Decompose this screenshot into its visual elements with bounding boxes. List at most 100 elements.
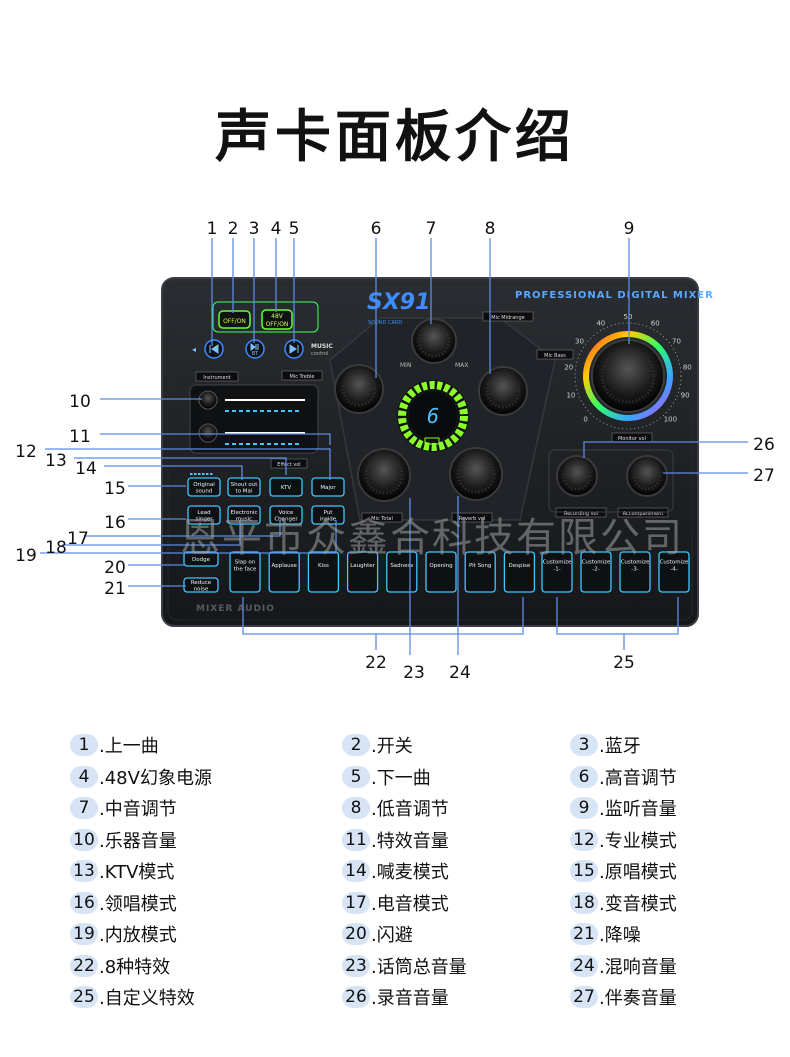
- legend-number: 22: [70, 954, 98, 977]
- legend-item: 21.降噪: [570, 921, 641, 947]
- custom-button-2-label: -2-: [592, 567, 599, 573]
- dodge-button[interactable]: Dodge: [183, 551, 219, 567]
- mode-button-row1-3[interactable]: KTV: [269, 477, 303, 497]
- dial-tick-label: 60: [651, 320, 660, 328]
- effect-button-5[interactable]: Sadness: [386, 551, 418, 593]
- legend-number: 20: [342, 923, 370, 945]
- effect-button-4[interactable]: Laughter: [346, 551, 379, 593]
- legend-number: 11: [342, 828, 370, 851]
- callout-27: 27: [753, 466, 775, 486]
- monitor-volume-dial[interactable]: [574, 322, 682, 430]
- treble-knob[interactable]: [334, 364, 384, 414]
- mic-midrange-label: Mic Midrange: [491, 315, 524, 321]
- dial-tick-label: 50: [624, 313, 633, 321]
- legend-number: 15: [570, 860, 598, 882]
- custom-button-2[interactable]: Customize-2-: [580, 551, 612, 593]
- recording-volume-knob[interactable]: [556, 455, 598, 497]
- power-label: OFF/ON: [223, 318, 246, 325]
- custom-button-4[interactable]: Customize-4-: [658, 551, 690, 593]
- legend-text: .特效音量: [371, 830, 449, 852]
- effect-button-8[interactable]: Despise: [503, 551, 536, 593]
- effect-button-1-label: Slap on: [235, 560, 256, 566]
- effect-button-6[interactable]: Opening: [425, 551, 457, 593]
- reverb-knob[interactable]: [449, 447, 503, 501]
- legend-number: 14: [342, 860, 370, 882]
- callout-2: 2: [228, 219, 239, 239]
- effect-button-8-label: Despise: [509, 563, 531, 569]
- effect-button-7-label: Pit Song: [469, 563, 491, 569]
- legend-item: 13.KTV模式: [70, 858, 174, 884]
- legend-number: 12: [570, 828, 598, 851]
- custom-button-1[interactable]: Customize-1-: [541, 551, 573, 593]
- legend-item: 4.48V幻象电源: [70, 764, 212, 790]
- legend-text: .原唱模式: [599, 862, 677, 883]
- legend-text: .话筒总音量: [371, 956, 467, 978]
- mode-button-row1-2-label: Shout out: [231, 482, 259, 488]
- bass-knob[interactable]: [478, 366, 528, 416]
- slider-panel: [189, 384, 319, 454]
- legend-item: 5.下一曲: [342, 764, 431, 790]
- mode-button-row1-2-label: to Mai: [236, 488, 253, 494]
- effect-button-1-label: the face: [234, 567, 257, 573]
- footer-text: MIXER AUDIO: [196, 604, 275, 614]
- accompaniment-volume-knob[interactable]: [626, 455, 668, 497]
- effect-button-2[interactable]: Applause: [268, 551, 300, 593]
- model-text: SX91: [367, 290, 430, 315]
- custom-button-3[interactable]: Customize-3-: [619, 551, 651, 593]
- callout-14: 14: [75, 459, 97, 479]
- legend-item: 10.乐器音量: [70, 827, 177, 853]
- dial-tick-label: 100: [664, 415, 677, 423]
- legend-item: 24.混响音量: [570, 953, 677, 979]
- effect-button-3[interactable]: Kiss: [307, 551, 340, 593]
- phantom-label-top: 48V: [271, 313, 284, 320]
- callout-8: 8: [485, 219, 496, 239]
- mode-button-row1-4[interactable]: Major: [311, 477, 345, 497]
- power-button[interactable]: OFF/ON: [218, 310, 251, 329]
- mic-total-knob[interactable]: [357, 448, 411, 502]
- legend-text: .蓝牙: [599, 736, 641, 757]
- bluetooth-button[interactable]: BT: [245, 339, 265, 359]
- legend-number: 6: [570, 765, 598, 788]
- custom-button-3-label: Customize: [621, 560, 650, 566]
- legend-number: 5: [342, 765, 370, 788]
- effect-volume-slider[interactable]: [198, 423, 305, 445]
- custom-button-3-label: -3-: [631, 567, 638, 573]
- legend-number: 8: [342, 797, 370, 819]
- instrument-volume-slider[interactable]: [198, 390, 305, 412]
- min-label: MIN: [400, 362, 411, 369]
- callout-12: 12: [15, 442, 37, 462]
- legend-text: .变音模式: [599, 893, 677, 915]
- legend-text: .专业模式: [599, 830, 677, 852]
- legend-item: 6.高音调节: [570, 764, 677, 790]
- prev-track-button[interactable]: [204, 339, 224, 359]
- mode-button-row2-1-label: Lead: [197, 510, 210, 516]
- dial-tick-label: 20: [564, 364, 573, 372]
- mid-knob[interactable]: [411, 318, 457, 364]
- legend-number: 18: [570, 891, 598, 914]
- legend-number: 17: [342, 891, 370, 914]
- legend-item: 26.录音音量: [342, 984, 449, 1010]
- callout-7: 7: [426, 219, 437, 239]
- prev-track-icon: [209, 344, 219, 354]
- mode-button-row1-4-label: Major: [320, 485, 336, 491]
- battery-icon: [424, 437, 440, 445]
- legend-text: .闪避: [371, 925, 413, 946]
- phantom-48v-button[interactable]: 48V OFF/ON: [261, 309, 293, 330]
- mixer-diagram: SX91 SOUND CARD PROFESSIONAL DIGITAL MIX…: [15, 219, 775, 683]
- legend-text: .录音音量: [371, 988, 449, 1009]
- dodge-button-label: Dodge: [192, 557, 211, 563]
- callout-9: 9: [624, 219, 635, 239]
- legend-number: 24: [570, 954, 598, 977]
- next-track-icon: [289, 344, 299, 354]
- effect-button-7[interactable]: Pit Song: [464, 551, 496, 593]
- legend-number: 3: [570, 734, 598, 756]
